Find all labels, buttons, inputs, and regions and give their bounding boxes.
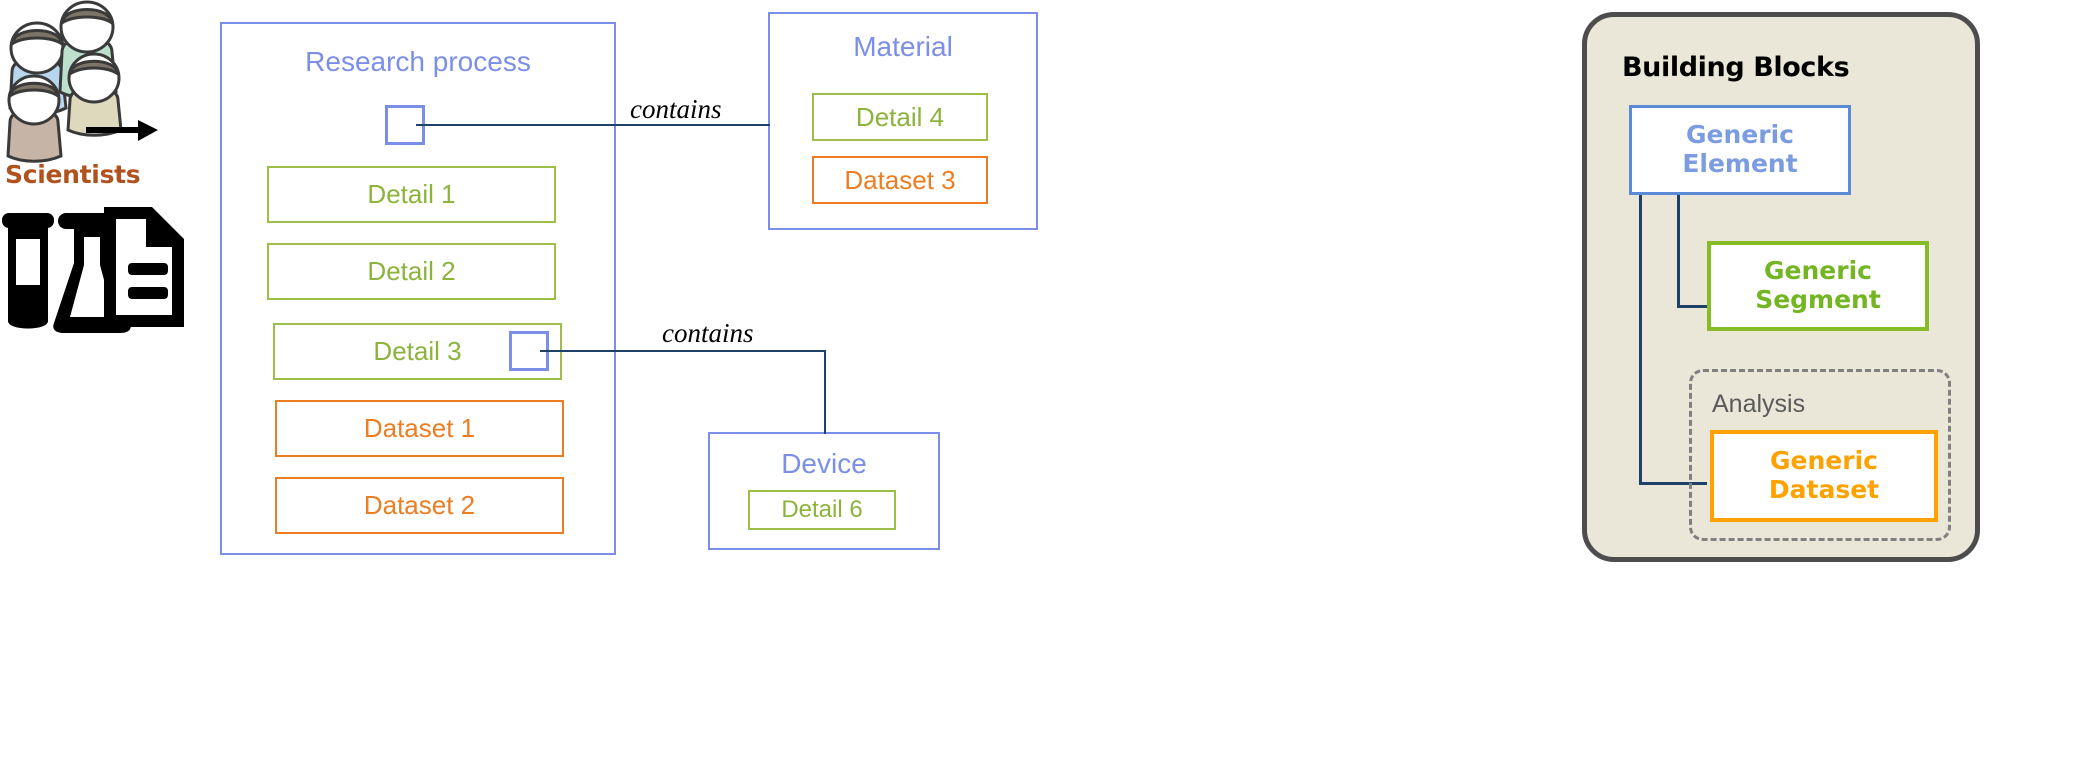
bb-analysis-label: Analysis: [1712, 390, 1806, 418]
bb-conn-element-to-segment-h: [1677, 305, 1709, 308]
building-blocks-title: Building Blocks: [1622, 52, 1850, 83]
right-arrow-icon: [86, 120, 158, 141]
bb-generic-element-line1: Generic: [1686, 120, 1794, 150]
inner-detail-4[interactable]: Detail 4: [812, 93, 988, 141]
bb-conn-element-to-dataset-v: [1639, 195, 1642, 485]
bb-conn-element-to-segment-v: [1677, 195, 1680, 308]
bb-conn-element-to-dataset-h: [1639, 482, 1707, 485]
bb-analysis-group: Analysis Generic Dataset: [1689, 369, 1951, 541]
building-blocks-panel: Building Blocks Generic Element Generic …: [1582, 12, 1980, 562]
bb-generic-dataset-line2: Dataset: [1768, 475, 1880, 504]
bb-generic-dataset-line1: Generic: [1770, 446, 1878, 476]
edge-detail3-device-label: contains: [662, 318, 754, 348]
research-process-title: Research process: [305, 46, 531, 77]
edge-detail3-device-line-v: [824, 350, 826, 434]
edge-detail3-device-line-h: [540, 350, 825, 352]
lab-equipment-icon: [0, 205, 190, 335]
bb-generic-segment-line2: Segment: [1755, 285, 1881, 314]
bb-generic-dataset[interactable]: Generic Dataset: [1710, 430, 1938, 522]
bb-generic-segment-line1: Generic: [1764, 256, 1872, 286]
inner-detail-1[interactable]: Detail 1: [267, 166, 556, 223]
inner-dataset-3[interactable]: Dataset 3: [812, 156, 988, 204]
people-group-icon: [6, 0, 158, 163]
device-title: Device: [781, 448, 867, 479]
inner-dataset-2[interactable]: Dataset 2: [275, 477, 564, 534]
inner-detail-6[interactable]: Detail 6: [748, 490, 896, 530]
material-title: Material: [853, 31, 953, 62]
inner-dataset-1[interactable]: Dataset 1: [275, 400, 564, 457]
edge-research-material-line: [416, 124, 770, 126]
edge-research-material-label: contains: [630, 94, 722, 124]
scientists-illustration: [0, 0, 200, 200]
bb-generic-element-line2: Element: [1682, 149, 1798, 178]
bb-generic-segment[interactable]: Generic Segment: [1707, 241, 1929, 331]
inner-detail-2[interactable]: Detail 2: [267, 243, 556, 300]
scientists-label: Scientists: [5, 160, 141, 189]
bb-generic-element[interactable]: Generic Element: [1629, 105, 1851, 195]
